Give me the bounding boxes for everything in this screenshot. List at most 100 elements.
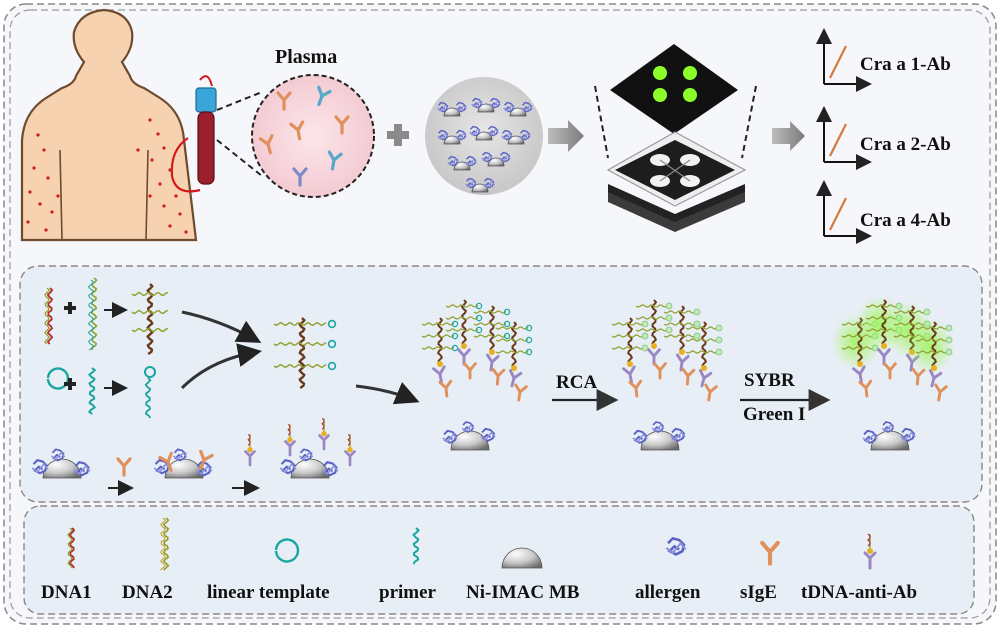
dna-strand bbox=[489, 305, 495, 351]
template-circle-icon bbox=[475, 302, 483, 310]
chip-top-view bbox=[610, 44, 738, 134]
legend-primer: primer bbox=[379, 582, 436, 603]
green-spot bbox=[683, 88, 697, 102]
allergen-icon bbox=[521, 101, 533, 113]
legend-dna1: DNA1 bbox=[41, 582, 92, 603]
template-circle-icon bbox=[327, 339, 337, 349]
allergen-icon bbox=[465, 177, 477, 189]
product-dot bbox=[693, 332, 701, 340]
allergen-icon bbox=[461, 421, 475, 433]
antibody-icon bbox=[486, 353, 500, 372]
allergen-icon bbox=[153, 459, 171, 475]
allergen-icon bbox=[455, 101, 467, 113]
blood-dot bbox=[28, 190, 32, 194]
dna-strand bbox=[67, 527, 73, 569]
dna-strand bbox=[144, 377, 152, 419]
dna-strand bbox=[495, 350, 529, 354]
linker-dot bbox=[489, 349, 495, 355]
dna-strand bbox=[445, 328, 479, 332]
allergen-icon bbox=[469, 125, 481, 137]
template-circle-icon bbox=[525, 324, 533, 332]
legend-allergen: allergen bbox=[635, 582, 701, 603]
template-circle-icon bbox=[451, 344, 459, 352]
blood-dot bbox=[184, 230, 188, 234]
dna-strand bbox=[131, 291, 169, 297]
antibody-icon bbox=[622, 365, 636, 384]
allergen-icon bbox=[298, 448, 314, 462]
allergen-icon bbox=[172, 448, 188, 462]
zoom-lines bbox=[216, 91, 263, 177]
combined-ladder bbox=[273, 317, 337, 389]
allergen-icon bbox=[447, 155, 459, 167]
product-dot bbox=[693, 320, 701, 328]
allergen-icon bbox=[31, 459, 49, 475]
plasma-label: Plasma bbox=[275, 46, 338, 68]
blood-dot bbox=[178, 212, 182, 216]
antibody-icon bbox=[934, 383, 948, 402]
dna-strand bbox=[651, 299, 657, 345]
magnetic-bead bbox=[443, 135, 461, 145]
dna-strand bbox=[88, 367, 96, 415]
allergen-icon bbox=[471, 97, 483, 109]
antibody-icon bbox=[628, 379, 643, 398]
legend-sige: sIgE bbox=[740, 582, 777, 603]
plus-sign bbox=[387, 124, 409, 146]
linker-dot bbox=[931, 365, 937, 371]
template-circle-icon bbox=[525, 336, 533, 344]
template-circle-icon bbox=[327, 361, 337, 371]
dna-strand bbox=[437, 317, 443, 363]
allergen-icon bbox=[73, 461, 91, 477]
dna-strand bbox=[421, 334, 455, 338]
magnetic-bead bbox=[507, 135, 525, 145]
result-plot bbox=[816, 180, 872, 244]
dna-strand bbox=[611, 322, 645, 326]
magnetic-bead bbox=[487, 157, 505, 167]
arrow-to-chip bbox=[548, 120, 584, 152]
green-spot bbox=[653, 88, 667, 102]
dna-strand bbox=[495, 338, 529, 342]
allergen-icon bbox=[503, 101, 515, 113]
allergen-icon bbox=[651, 421, 665, 433]
result-plot bbox=[816, 28, 872, 92]
dna-strand bbox=[87, 279, 95, 351]
antibody-icon bbox=[883, 362, 897, 380]
dna-strand bbox=[445, 304, 479, 308]
product-dot bbox=[665, 314, 673, 322]
blood-dot bbox=[26, 220, 30, 224]
curve-arrow bbox=[181, 310, 262, 343]
plus-icon bbox=[68, 378, 72, 390]
tdna-anti-ab-icon bbox=[318, 417, 330, 451]
product-dot bbox=[665, 326, 673, 334]
dna-strand bbox=[611, 346, 645, 350]
chip-device bbox=[606, 131, 747, 232]
antibody-icon bbox=[258, 134, 274, 155]
blood-dot bbox=[56, 194, 60, 198]
dna-strand bbox=[68, 527, 76, 569]
trend-line bbox=[829, 45, 847, 79]
green-spot bbox=[653, 66, 667, 80]
curve-arrow bbox=[180, 343, 262, 390]
linker-dot bbox=[627, 361, 633, 367]
antibody-icon bbox=[858, 379, 873, 398]
template-circle-icon bbox=[451, 320, 459, 328]
product-dot bbox=[641, 344, 649, 352]
template-circle-icon bbox=[503, 320, 511, 328]
antibody-icon bbox=[928, 369, 943, 388]
dna-strand bbox=[635, 316, 669, 320]
capture-complex bbox=[832, 296, 954, 451]
legend-panel bbox=[23, 505, 975, 615]
antibody-icon bbox=[438, 379, 453, 398]
template-circle-icon bbox=[144, 366, 156, 378]
allergen-icon bbox=[50, 448, 66, 462]
capture-complex bbox=[421, 299, 533, 451]
result-plots bbox=[816, 28, 872, 244]
product-dot bbox=[641, 332, 649, 340]
legend-linear-template: linear template bbox=[207, 582, 330, 603]
assay-label-3: Cra a 4-Ab bbox=[860, 210, 951, 231]
dna-strand bbox=[445, 316, 479, 320]
tdna-anti-ab-icon bbox=[863, 533, 877, 570]
magnetic-bead bbox=[453, 161, 471, 171]
dna-strand bbox=[412, 527, 420, 565]
tdna-anti-ab-icon bbox=[244, 433, 256, 467]
